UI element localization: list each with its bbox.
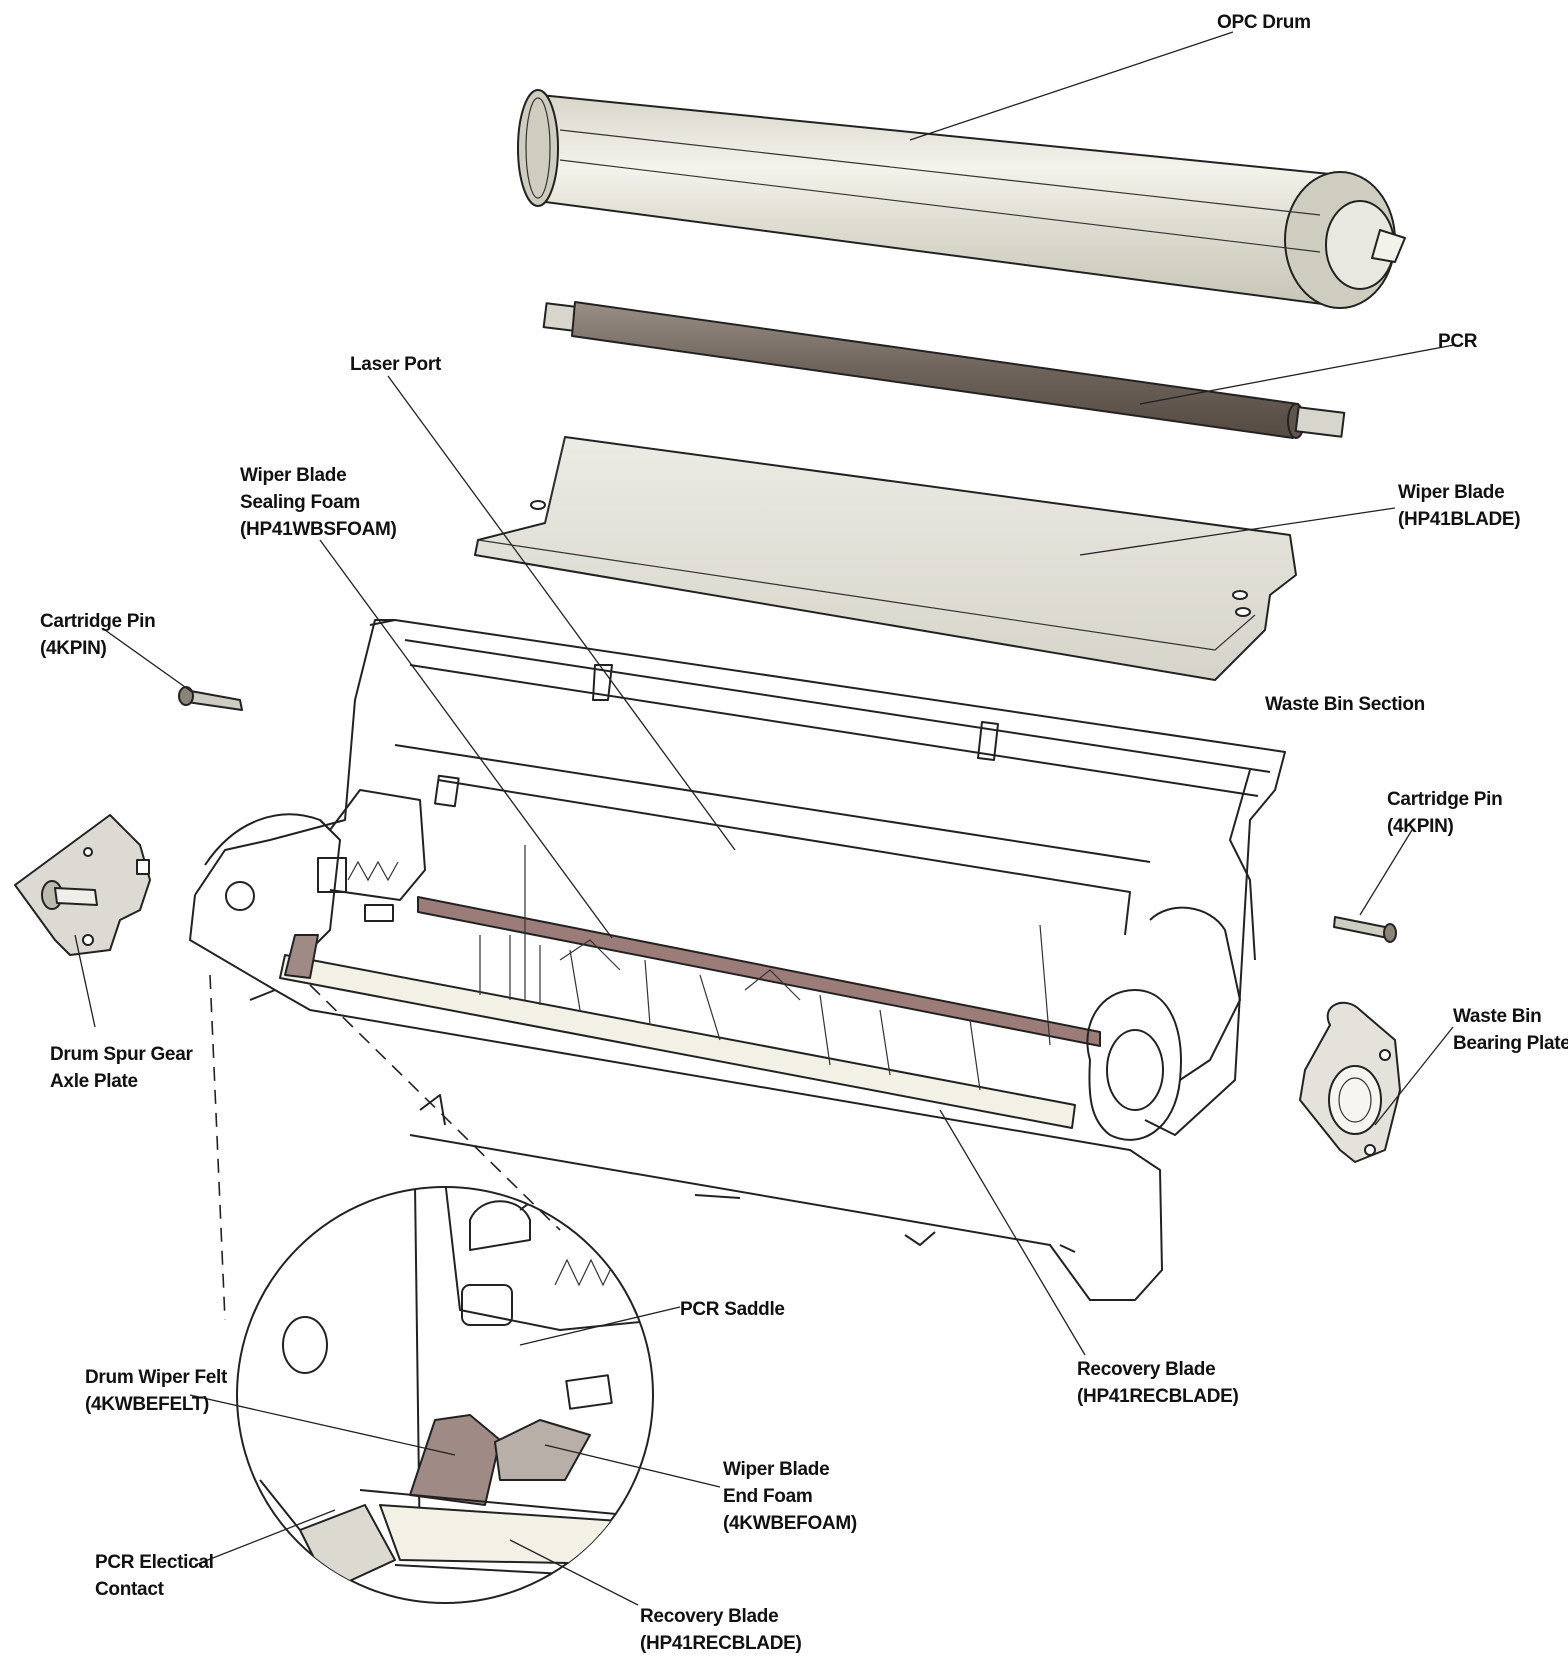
wiper-blade-body bbox=[474, 436, 1297, 681]
label-recovery-blade-main: Recovery Blade (HP41RECBLADE) bbox=[1077, 1359, 1239, 1407]
label-drum-spur-gear-axle-plate: Drum Spur Gear Axle Plate bbox=[50, 1044, 198, 1092]
label-pcr-electrical-contact: PCR Electical Contact bbox=[95, 1552, 219, 1600]
recovery-blade-strip bbox=[279, 954, 1076, 1129]
label-drum-wiper-felt: Drum Wiper Felt (4KWBEFELT) bbox=[85, 1367, 232, 1415]
leader-lines bbox=[74, 31, 1455, 1606]
part-labels: OPC Drum PCR Laser Port Wiper Blade Seal… bbox=[40, 12, 1568, 1654]
waste-bin-housing bbox=[189, 619, 1286, 1301]
drum-spur-gear-axle-plate-part bbox=[14, 814, 151, 956]
label-laser-port: Laser Port bbox=[350, 354, 442, 375]
drum-wiper-felt-strip bbox=[284, 934, 319, 979]
opc-drum-left-gear bbox=[517, 89, 559, 207]
wiper-blade-sealing-foam-strip bbox=[417, 896, 1101, 1047]
label-recovery-blade-detail: Recovery Blade (HP41RECBLADE) bbox=[640, 1606, 802, 1654]
pcr-roller-part bbox=[542, 301, 1346, 439]
label-wiper-blade-sealing-foam: Wiper Blade Sealing Foam (HP41WBSFOAM) bbox=[240, 465, 397, 540]
opc-drum-part bbox=[517, 89, 1406, 309]
cartridge-pin-left-part bbox=[178, 686, 243, 711]
detail-recovery-blade bbox=[379, 1504, 653, 1566]
label-pcr-saddle: PCR Saddle bbox=[680, 1299, 785, 1320]
detail-drum-wiper-felt bbox=[409, 1414, 501, 1506]
label-opc-drum: OPC Drum bbox=[1217, 12, 1311, 33]
label-cartridge-pin-right: Cartridge Pin (4KPIN) bbox=[1387, 789, 1507, 837]
label-wiper-blade: Wiper Blade (HP41BLADE) bbox=[1398, 482, 1520, 530]
label-wiper-blade-end-foam: Wiper Blade End Foam (4KWBEFOAM) bbox=[723, 1459, 857, 1534]
wiper-blade-part bbox=[474, 436, 1297, 681]
label-pcr: PCR bbox=[1438, 331, 1478, 352]
waste-bin-bearing-plate-part bbox=[1299, 1001, 1401, 1163]
opc-drum-body bbox=[529, 94, 1341, 306]
label-cartridge-pin-left: Cartridge Pin (4KPIN) bbox=[40, 611, 160, 659]
cartridge-pin-right-part bbox=[1333, 916, 1397, 943]
pcr-roller-body bbox=[571, 301, 1299, 439]
detail-wiper-blade-end-foam bbox=[494, 1419, 591, 1481]
label-waste-bin-bearing-plate: Waste Bin Bearing Plate bbox=[1453, 1006, 1568, 1054]
label-waste-bin-section: Waste Bin Section bbox=[1265, 694, 1425, 715]
detail-magnifier bbox=[209, 974, 654, 1604]
opc-drum-hub bbox=[1371, 229, 1406, 263]
